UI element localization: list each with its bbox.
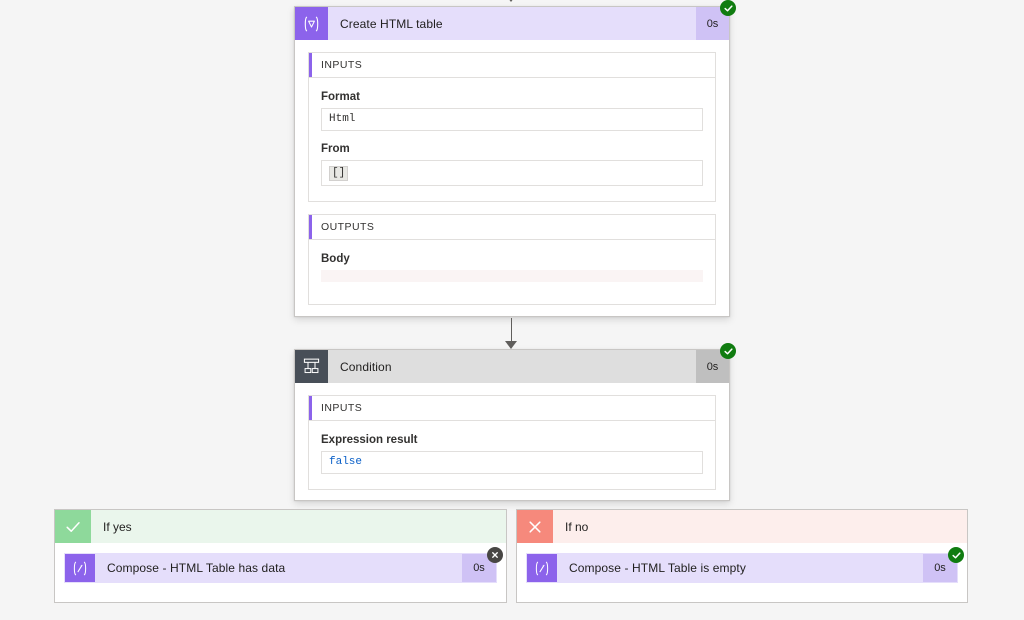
action-header[interactable]: Create HTML table 0s — [295, 0, 736, 40]
field-value-body-empty[interactable] — [321, 270, 703, 282]
section-outputs: OUTPUTS Body — [308, 214, 716, 305]
action-card-condition[interactable]: Condition 0s INPUTS Expression result fa… — [294, 343, 736, 504]
field-expression-result: Expression result false — [321, 434, 703, 474]
action-body: INPUTS Format Html From [] — [295, 40, 729, 319]
branch-if-no[interactable]: If no Compose - HTML Table is empty 0s — [516, 509, 968, 603]
action-header[interactable]: Condition 0s — [295, 343, 736, 383]
section-inputs: INPUTS Format Html From [] — [308, 52, 716, 202]
arrowhead-icon — [505, 341, 517, 349]
compose-icon — [527, 554, 557, 582]
action-title: Compose - HTML Table has data — [107, 561, 286, 575]
action-title: Condition — [340, 359, 392, 374]
section-content: Expression result false — [309, 421, 715, 489]
field-label: Body — [321, 253, 350, 265]
action-card-compose-html-table-is-empty[interactable]: Compose - HTML Table is empty 0s — [526, 547, 964, 583]
action-title: Compose - HTML Table is empty — [569, 561, 746, 575]
action-card-create-html-table[interactable]: Create HTML table 0s INPUTS Format Html — [294, 0, 736, 319]
field-value-format[interactable]: Html — [321, 108, 703, 131]
close-icon — [517, 510, 553, 543]
section-title: INPUTS — [321, 402, 363, 414]
field-from: From [] — [321, 143, 703, 186]
branch-header-if-no[interactable]: If no — [517, 510, 967, 543]
branch-body-if-no: Compose - HTML Table is empty 0s — [517, 543, 967, 597]
connector-table-to-condition — [505, 318, 519, 350]
status-badge-skipped — [487, 547, 503, 563]
field-format: Format Html — [321, 91, 703, 131]
action-card-compose-html-table-has-data[interactable]: Compose - HTML Table has data 0s — [64, 547, 503, 583]
field-label: Format — [321, 91, 360, 103]
arrowhead-icon — [505, 0, 517, 2]
section-title: OUTPUTS — [321, 221, 375, 233]
section-content: Format Html From [] — [309, 78, 715, 201]
section-inputs: INPUTS Expression result false — [308, 395, 716, 490]
field-value-from[interactable]: [] — [321, 160, 703, 186]
field-value-expression-result[interactable]: false — [321, 451, 703, 474]
status-badge-succeeded — [948, 547, 964, 563]
branch-label: If yes — [103, 519, 132, 534]
section-header-outputs[interactable]: OUTPUTS — [309, 215, 715, 240]
field-label: Expression result — [321, 434, 418, 446]
data-operation-table-icon — [295, 7, 328, 40]
connector-line — [511, 318, 512, 343]
branch-label: If no — [565, 519, 589, 534]
field-body: Body — [321, 253, 703, 282]
section-header-inputs[interactable]: INPUTS — [309, 396, 715, 421]
check-icon — [55, 510, 91, 543]
field-label: From — [321, 143, 350, 155]
status-badge-succeeded — [720, 343, 736, 359]
branch-header-if-yes[interactable]: If yes — [55, 510, 506, 543]
value-token: [] — [329, 166, 349, 181]
section-content: Body — [309, 240, 715, 304]
condition-branch-icon — [295, 350, 328, 383]
section-title: INPUTS — [321, 59, 363, 71]
section-header-inputs[interactable]: INPUTS — [309, 53, 715, 78]
branch-body-if-yes: Compose - HTML Table has data 0s — [55, 543, 506, 597]
branch-if-yes[interactable]: If yes Compose - HTML Table has data 0s — [54, 509, 507, 603]
compose-icon — [65, 554, 95, 582]
connector-incoming — [505, 0, 519, 6]
action-body: INPUTS Expression result false — [295, 383, 729, 504]
status-badge-succeeded — [720, 0, 736, 16]
action-title: Create HTML table — [340, 16, 443, 31]
